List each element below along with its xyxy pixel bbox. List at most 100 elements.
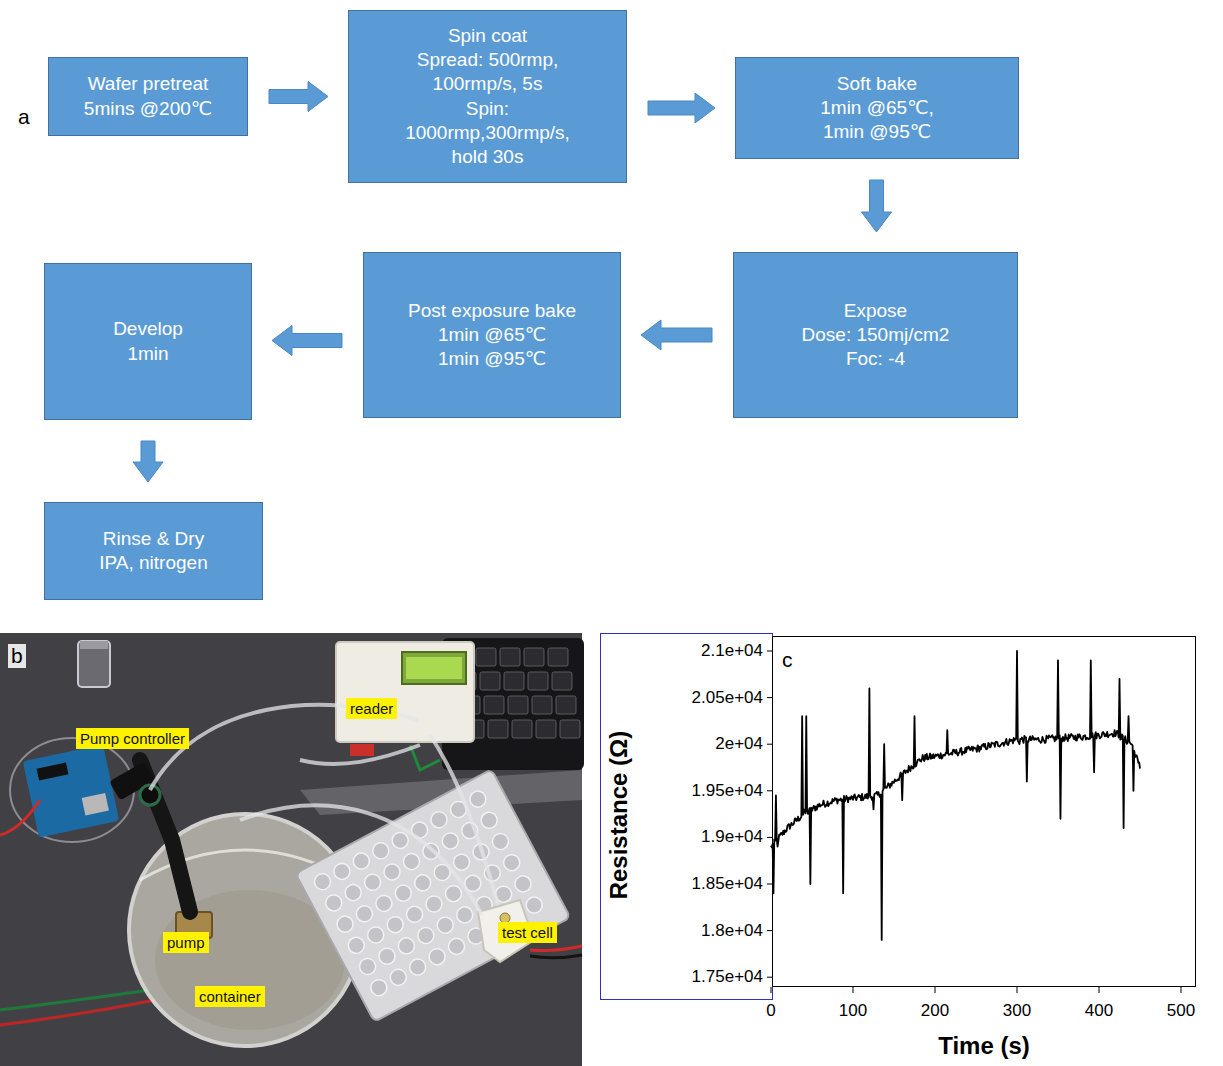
axis-tick bbox=[767, 837, 773, 838]
tube-rack bbox=[428, 809, 450, 831]
tick-label: 1.8e+04 bbox=[701, 921, 763, 941]
block-arrow bbox=[862, 180, 892, 232]
tube-rack bbox=[387, 967, 409, 989]
tube-rack bbox=[323, 892, 345, 914]
process-box: ExposeDose: 150mj/cm2 Foc: -4 bbox=[733, 252, 1018, 418]
tube-rack bbox=[478, 809, 500, 831]
keyboard bbox=[548, 648, 568, 666]
step-detail: Spread: 500rmp, 100rmp/s, 5s bbox=[388, 48, 588, 96]
tube-rack bbox=[345, 934, 367, 956]
step-title: Post exposure bake bbox=[408, 299, 576, 323]
panel-letter: a bbox=[18, 105, 30, 129]
wire bbox=[0, 800, 40, 835]
photo-ground bbox=[0, 633, 582, 1066]
part-name: Pump controller bbox=[76, 728, 189, 749]
step-detail: 1min bbox=[127, 342, 168, 366]
tube-rack bbox=[426, 946, 448, 968]
axis-tick bbox=[853, 987, 854, 993]
wire bbox=[0, 1000, 155, 1025]
panel-letter: c bbox=[782, 648, 793, 672]
keyboard bbox=[524, 648, 544, 666]
tube-rack bbox=[362, 871, 384, 893]
pump-controller-board bbox=[82, 793, 109, 816]
tubing bbox=[240, 806, 482, 915]
reader-box bbox=[406, 657, 462, 679]
tube-rack bbox=[443, 883, 465, 905]
resistance-line bbox=[771, 651, 1140, 940]
tube-rack bbox=[512, 873, 534, 895]
keyboard bbox=[500, 648, 520, 666]
tube-rack bbox=[415, 925, 437, 947]
process-box: Develop1min bbox=[44, 263, 252, 420]
tube-rack bbox=[384, 914, 406, 936]
tick-label: 2.1e+04 bbox=[701, 641, 763, 661]
keyboard bbox=[512, 720, 532, 738]
tube-rack bbox=[381, 861, 403, 883]
tube-rack bbox=[501, 852, 523, 874]
glass-vial bbox=[78, 641, 110, 687]
process-box: Soft bake1min @65℃, 1min @95℃ bbox=[735, 57, 1019, 159]
step-title: Develop bbox=[113, 317, 183, 341]
process-box: Wafer pretreat 5mins @200℃ bbox=[48, 57, 248, 136]
process-box: Spin coatSpread: 500rmp, 100rmp/s, 5sSpi… bbox=[348, 10, 627, 183]
tube-rack bbox=[334, 913, 356, 935]
keyboard bbox=[504, 672, 524, 690]
axis-tick bbox=[1017, 987, 1018, 993]
part-name: test cell bbox=[498, 922, 557, 943]
keyboard bbox=[488, 720, 508, 738]
step-title: Soft bake bbox=[837, 72, 917, 96]
step-title: Expose bbox=[844, 299, 907, 323]
setup-photo bbox=[0, 633, 584, 1066]
process-box: Post exposure bake1min @65℃ 1min @95℃ bbox=[363, 252, 621, 418]
axis-title: Time (s) bbox=[938, 1032, 1030, 1060]
tube-rack bbox=[407, 956, 429, 978]
axis-tick bbox=[767, 651, 1181, 993]
tubing bbox=[300, 745, 420, 764]
tube-rack bbox=[434, 914, 456, 936]
axis-title: Resistance (Ω) bbox=[605, 731, 633, 900]
photo-ground bbox=[0, 633, 582, 1066]
block-arrow bbox=[269, 82, 328, 112]
tube-rack bbox=[357, 956, 379, 978]
keyboard bbox=[536, 720, 556, 738]
tube-rack bbox=[373, 893, 395, 915]
tick-label: 2.05e+04 bbox=[692, 688, 763, 708]
tick-label: 0 bbox=[766, 1001, 775, 1021]
tube-rack bbox=[396, 935, 418, 957]
step-title: Wafer pretreat 5mins @200℃ bbox=[60, 72, 236, 120]
axis-tick bbox=[771, 987, 772, 993]
pump bbox=[109, 760, 212, 938]
axis-tick bbox=[767, 930, 773, 931]
glass-vial bbox=[80, 641, 108, 649]
test-cell bbox=[478, 900, 582, 962]
axis-tick bbox=[767, 790, 773, 791]
tube-rack bbox=[439, 830, 461, 852]
block-arrow bbox=[648, 93, 715, 123]
tube-rack bbox=[490, 831, 512, 853]
keyboard bbox=[532, 696, 552, 714]
axis-tick bbox=[767, 697, 773, 698]
keyboard bbox=[556, 696, 576, 714]
tube-rack bbox=[523, 894, 545, 916]
tube-rack bbox=[401, 851, 423, 873]
plot-frame bbox=[773, 637, 1196, 987]
wire bbox=[0, 990, 150, 1010]
block-arrow bbox=[641, 320, 712, 350]
block-arrow bbox=[272, 326, 342, 356]
tube-rack bbox=[370, 840, 392, 862]
axis-tick bbox=[767, 744, 773, 745]
test-cell bbox=[530, 946, 582, 951]
tube-rack bbox=[351, 850, 373, 872]
step-detail: 1min @65℃ 1min @95℃ bbox=[432, 323, 552, 371]
part-name: container bbox=[195, 986, 265, 1007]
step-detail: Dose: 150mj/cm2 Foc: -4 bbox=[791, 323, 961, 371]
tick-label: 400 bbox=[1085, 1001, 1113, 1021]
tube-rack bbox=[312, 871, 334, 893]
axis-tick bbox=[767, 651, 773, 652]
tick-label: 500 bbox=[1167, 1001, 1195, 1021]
keyboard bbox=[484, 696, 504, 714]
tube-rack bbox=[365, 924, 387, 946]
pump-controller-board bbox=[23, 744, 119, 837]
